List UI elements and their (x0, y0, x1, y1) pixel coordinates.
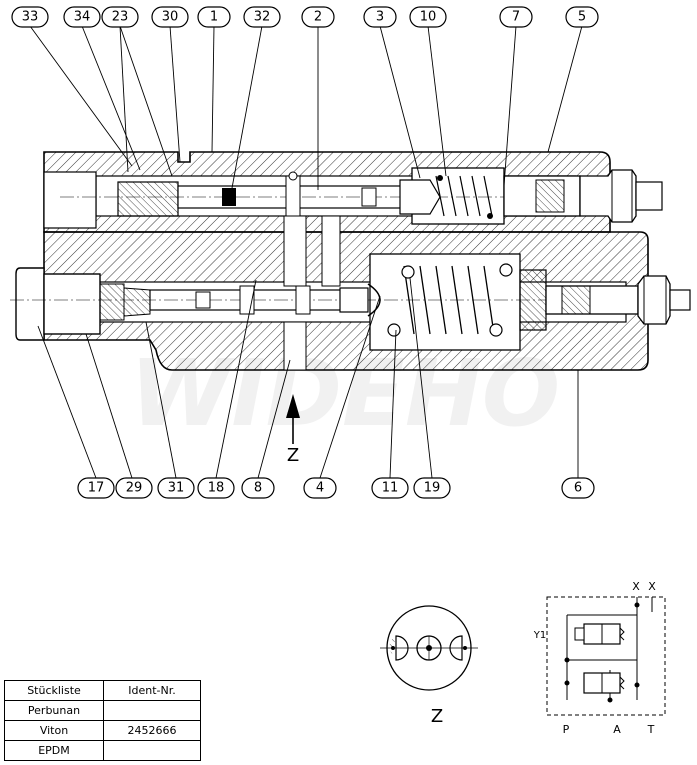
svg-text:23: 23 (112, 10, 129, 25)
svg-text:6: 6 (574, 481, 582, 496)
hydraulic-schematic (546, 596, 666, 716)
port-x-label-2: X (648, 580, 656, 593)
port-p-label: P (563, 723, 570, 736)
svg-text:7: 7 (512, 10, 520, 25)
svg-text:33: 33 (22, 10, 39, 25)
part-bubble-7: 7 (499, 6, 533, 28)
part-bubble-18: 18 (197, 477, 235, 499)
table-row: Viton 2452666 (4, 720, 201, 741)
svg-text:10: 10 (420, 10, 437, 25)
svg-text:29: 29 (126, 481, 143, 496)
part-bubble-2: 2 (301, 6, 335, 28)
material-cell: EPDM (4, 740, 104, 761)
part-bubble-23: 23 (101, 6, 139, 28)
svg-text:4: 4 (316, 481, 324, 496)
part-bubble-6: 6 (561, 477, 595, 499)
ident-cell (103, 740, 201, 761)
part-bubble-29: 29 (115, 477, 153, 499)
svg-text:19: 19 (424, 481, 441, 496)
view-label: Z (287, 445, 299, 466)
part-bubble-31: 31 (157, 477, 195, 499)
part-bubble-34: 34 (63, 6, 101, 28)
upper-solenoid (503, 169, 663, 223)
ident-cell (103, 700, 201, 721)
lower-solenoid (519, 269, 691, 331)
svg-text:1: 1 (210, 10, 218, 25)
lower-spool (10, 263, 690, 341)
svg-text:11: 11 (382, 481, 399, 496)
port-x-label-1: X (632, 580, 640, 593)
parts-list-header-row: Stückliste Ident-Nr. (4, 680, 201, 701)
solenoid-label: Y1 (533, 630, 546, 641)
ident-cell: 2452666 (103, 720, 201, 741)
table-row: Perbunan (4, 700, 201, 721)
schematic-labels: X X Y1 P A T (533, 580, 656, 736)
svg-text:31: 31 (168, 481, 185, 496)
port-a-label: A (613, 723, 621, 736)
part-bubble-17: 17 (77, 477, 115, 499)
part-bubble-8: 8 (241, 477, 275, 499)
parts-list-header-material: Stückliste (4, 680, 104, 701)
part-bubble-30: 30 (151, 6, 189, 28)
svg-text:34: 34 (74, 10, 91, 25)
svg-text:2: 2 (314, 10, 322, 25)
part-bubble-11: 11 (371, 477, 409, 499)
detail-label: Z (431, 706, 443, 727)
port-t-label: T (647, 723, 655, 736)
svg-text:17: 17 (88, 481, 105, 496)
parts-list-table: Stückliste Ident-Nr. Perbunan Viton 2452… (4, 680, 201, 761)
part-bubble-4: 4 (303, 477, 337, 499)
svg-text:5: 5 (578, 10, 586, 25)
part-bubble-5: 5 (565, 6, 599, 28)
material-cell: Viton (4, 720, 104, 741)
svg-text:3: 3 (376, 10, 384, 25)
parts-list-header-ident: Ident-Nr. (103, 680, 201, 701)
svg-text:32: 32 (254, 10, 271, 25)
part-bubble-10: 10 (409, 6, 447, 28)
upper-spool (60, 171, 600, 219)
part-bubble-1: 1 (197, 6, 231, 28)
top-bubble-row: 33 34 23 30 1 32 2 3 10 7 5 (11, 6, 599, 28)
part-bubble-3: 3 (363, 6, 397, 28)
svg-text:18: 18 (208, 481, 225, 496)
view-arrow-z: Z (286, 394, 300, 466)
part-bubble-19: 19 (413, 477, 451, 499)
part-bubble-32: 32 (243, 6, 281, 28)
part-bubble-33: 33 (11, 6, 49, 28)
leader-lines (29, 25, 583, 479)
svg-text:30: 30 (162, 10, 179, 25)
table-row: EPDM (4, 740, 201, 761)
detail-view-z: Z (380, 605, 478, 727)
svg-text:8: 8 (254, 481, 262, 496)
bottom-bubble-row: 17 29 31 18 8 4 11 19 6 (77, 477, 595, 499)
material-cell: Perbunan (4, 700, 104, 721)
